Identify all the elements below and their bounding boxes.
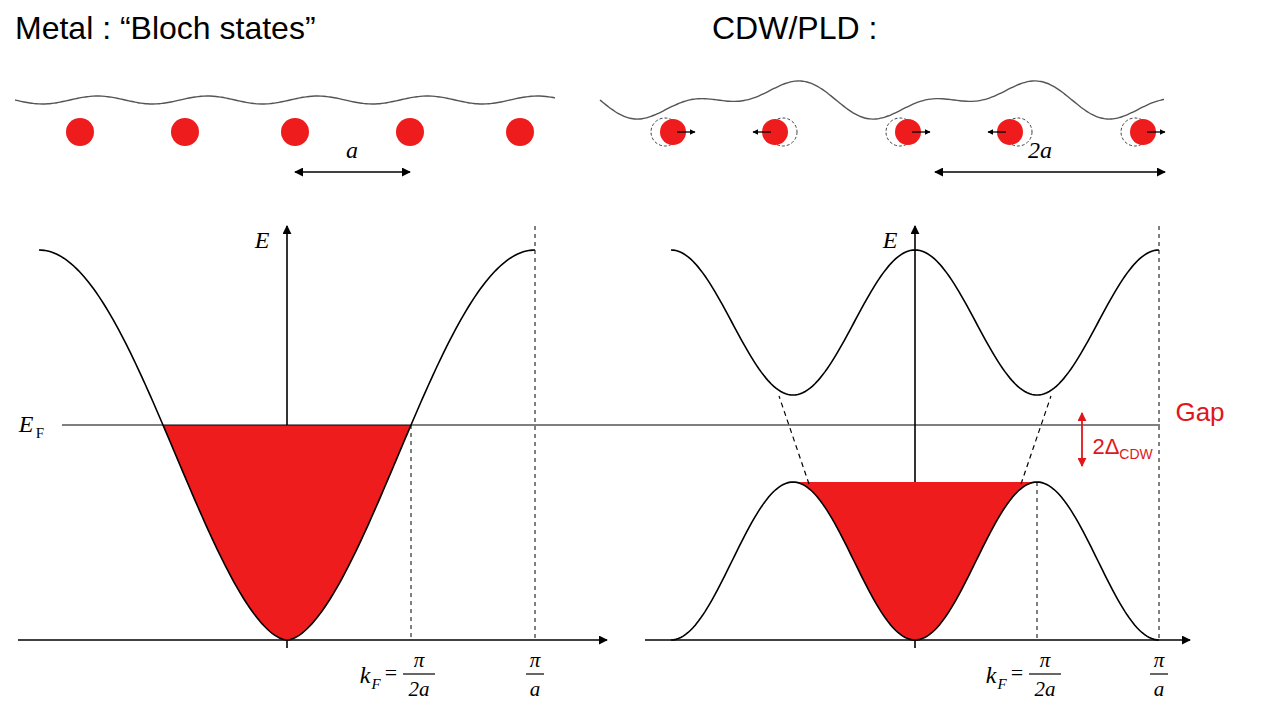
fraction-numerator: π <box>414 650 425 671</box>
guide-line <box>1037 482 1038 640</box>
charge-density-wave <box>600 81 1164 119</box>
k-axis <box>18 639 607 641</box>
spacing-arrow <box>935 171 1165 173</box>
guide-line <box>1159 226 1160 640</box>
unperturbed-band <box>1021 396 1051 484</box>
math-symbol: k <box>360 663 371 687</box>
occupied-states <box>793 482 1037 640</box>
fermi-level <box>62 425 1160 426</box>
unperturbed-band <box>779 396 809 484</box>
axis-label: E <box>883 228 898 252</box>
fraction-denominator: a <box>530 679 541 700</box>
panel-heading: Metal : “Bloch states” <box>15 12 316 44</box>
displacement-arrow <box>677 131 695 132</box>
fraction-denominator: a <box>1154 679 1165 700</box>
fraction-numerator: π <box>530 650 541 671</box>
atom <box>506 118 534 146</box>
subscript: F <box>371 677 380 692</box>
math-symbol: k <box>986 663 997 687</box>
guide-line <box>411 425 412 640</box>
displacement-arrow <box>912 131 930 132</box>
energy-band <box>39 250 535 640</box>
atom <box>171 118 199 146</box>
math-symbol: = <box>1011 662 1023 684</box>
panel-heading: CDW/PLD : <box>712 12 877 44</box>
fraction-denominator: 2a <box>409 679 430 700</box>
fermi-label: E <box>19 412 34 436</box>
atom <box>66 118 94 146</box>
displacement-arrow <box>988 131 1006 132</box>
gap-label: Gap <box>1175 399 1224 425</box>
fraction-bar <box>1029 673 1061 674</box>
subscript: CDW <box>1119 447 1152 461</box>
occupied-states <box>163 425 411 640</box>
fraction-bar <box>1150 673 1168 674</box>
math-symbol: = <box>385 662 397 684</box>
fraction-bar <box>526 673 544 674</box>
guide-line <box>535 226 536 640</box>
electron-density-wave <box>15 96 555 104</box>
displacement-arrow <box>1147 131 1165 132</box>
atom <box>281 118 309 146</box>
displacement-arrow <box>753 131 771 132</box>
lower-band <box>671 482 1159 640</box>
fraction-bar <box>403 673 435 674</box>
fraction-numerator: π <box>1154 650 1165 671</box>
fraction-denominator: 2a <box>1035 679 1056 700</box>
atom <box>396 118 424 146</box>
upper-band <box>671 250 1159 395</box>
gap-size: 2Δ <box>1093 436 1120 458</box>
gap-arrow <box>1081 413 1083 466</box>
fraction-numerator: π <box>1040 650 1051 671</box>
lattice-constant: 2a <box>1028 138 1052 162</box>
axis-label: E <box>255 228 270 252</box>
subscript: F <box>36 426 44 441</box>
subscript: F <box>997 677 1006 692</box>
spacing-arrow <box>295 171 410 173</box>
lattice-constant: a <box>346 138 358 162</box>
